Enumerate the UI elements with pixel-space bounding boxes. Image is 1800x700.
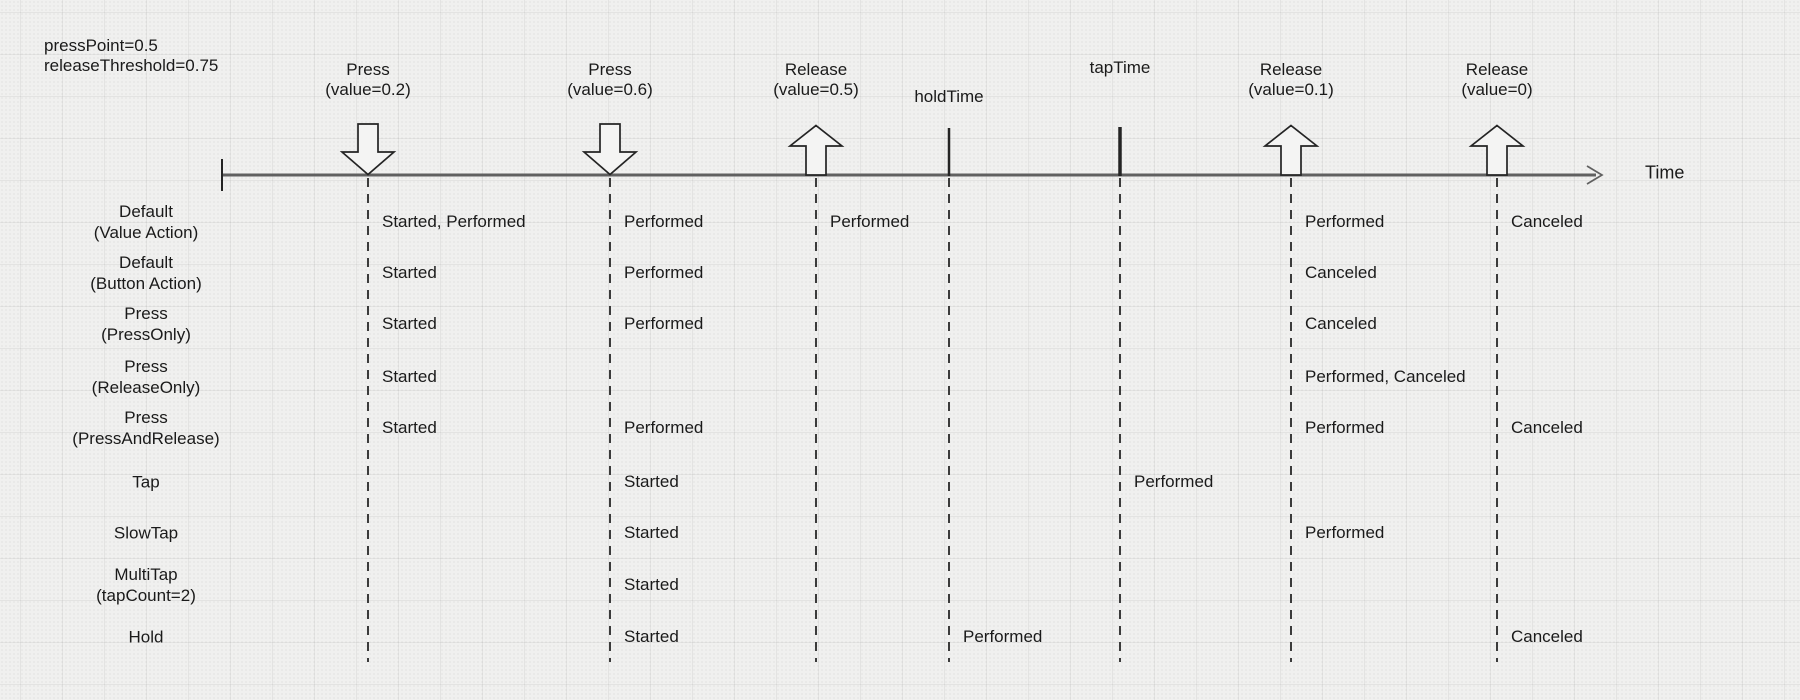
cell-default-value-action--release-0-1: Performed [1305, 212, 1385, 231]
down-arrow-icon [581, 123, 639, 176]
event-label-line: Release [784, 60, 848, 79]
row-label-line: MultiTap [114, 565, 178, 584]
row-label-line: (Button Action) [90, 274, 202, 293]
row-label-line: Press [124, 357, 168, 376]
row-label-tap: Tap [132, 472, 159, 493]
row-label-line: (Value Action) [93, 223, 199, 242]
cell-press-releaseonly--release-0-1: Performed, Canceled [1305, 367, 1466, 386]
row-label-press-pressandrelease: Press (PressAndRelease) [72, 407, 219, 449]
cell-hold--holdtime: Performed [963, 627, 1043, 646]
cell-tap--taptime: Performed [1134, 472, 1214, 491]
cell-default-button-action--release-0-1: Canceled [1305, 263, 1377, 282]
cell-press-releaseonly--press-0-2: Started [382, 367, 437, 386]
event-label-line: Release [1259, 60, 1323, 79]
row-label-line: Hold [128, 627, 164, 647]
event-label-press-0-6: Press(value=0.6) [567, 60, 653, 100]
cell-press-pressandrelease--press-0-6: Performed [624, 418, 704, 437]
up-arrow-icon [1468, 124, 1526, 176]
row-label-multitap: MultiTap (tapCount=2) [96, 564, 196, 606]
cell-default-value-action--press-0-6: Performed [624, 212, 704, 231]
row-label-line: (tapCount=2) [96, 586, 196, 605]
event-label-line: Press [588, 60, 632, 79]
cell-hold--release-0: Canceled [1511, 627, 1583, 646]
event-label-line: tapTime [1089, 58, 1151, 77]
row-label-line: Default [119, 202, 173, 221]
row-label-hold: Hold [129, 627, 164, 648]
row-label-slowtap: SlowTap [114, 523, 178, 544]
cell-hold--press-0-6: Started [624, 627, 679, 646]
event-label-line: (value=0.5) [773, 80, 859, 99]
event-label-release-0-1: Release(value=0.1) [1248, 60, 1334, 100]
event-label-release-0: Release(value=0) [1461, 60, 1532, 100]
row-label-press-releaseonly: Press (ReleaseOnly) [92, 356, 201, 398]
row-label-line: (ReleaseOnly) [91, 378, 201, 397]
cell-tap--press-0-6: Started [624, 472, 679, 491]
cell-default-button-action--press-0-6: Performed [624, 263, 704, 282]
cell-default-value-action--release-0: Canceled [1511, 212, 1583, 231]
cell-press-pressandrelease--press-0-2: Started [382, 418, 437, 437]
up-arrow-icon [1262, 124, 1320, 176]
cell-press-pressandrelease--release-0-1: Performed [1305, 418, 1385, 437]
time-axis-label: Time [1645, 162, 1685, 183]
config-line-presspoint: pressPoint=0.5 [44, 36, 158, 55]
time-axis-arrowhead-icon [1586, 165, 1604, 185]
event-label-line: (value=0.6) [567, 80, 653, 99]
event-label-press-0-2: Press(value=0.2) [325, 60, 411, 100]
row-label-line: Press [124, 304, 168, 323]
down-arrow-icon [339, 123, 397, 176]
event-label-line: Press [346, 60, 390, 79]
config-line-releasethreshold: releaseThreshold=0.75 [44, 56, 219, 75]
cell-slowtap--release-0-1: Performed [1305, 523, 1385, 542]
row-label-default-button-action: Default (Button Action) [90, 252, 202, 294]
cell-press-pressandrelease--release-0: Canceled [1511, 418, 1583, 437]
up-arrow-icon [787, 124, 845, 176]
event-label-line: (value=0) [1461, 80, 1533, 99]
row-label-line: Default [119, 253, 173, 272]
cell-press-pressonly--release-0-1: Canceled [1305, 314, 1377, 333]
event-label-line: Release [1465, 60, 1529, 79]
row-label-line: (PressOnly) [101, 325, 191, 344]
event-label-release-0-5: Release(value=0.5) [773, 60, 859, 100]
event-label-line: holdTime [914, 87, 984, 106]
cell-default-value-action--press-0-2: Started, Performed [382, 212, 526, 231]
cell-default-button-action--press-0-2: Started [382, 263, 437, 282]
row-label-default-value-action: Default (Value Action) [94, 201, 199, 243]
cell-slowtap--press-0-6: Started [624, 523, 679, 542]
row-label-press-pressonly: Press (PressOnly) [101, 303, 191, 345]
event-label-taptime: tapTime [1090, 58, 1151, 78]
row-label-line: Tap [132, 472, 160, 492]
config-annotation: pressPoint=0.5 releaseThreshold=0.75 [44, 36, 218, 76]
event-label-holdtime: holdTime [914, 87, 983, 107]
row-label-line: Press [124, 408, 168, 427]
cell-multitap--press-0-6: Started [624, 575, 679, 594]
cell-press-pressonly--press-0-2: Started [382, 314, 437, 333]
cell-press-pressonly--press-0-6: Performed [624, 314, 704, 333]
event-label-line: (value=0.1) [1248, 80, 1334, 99]
row-label-line: (PressAndRelease) [72, 429, 220, 448]
row-label-line: SlowTap [113, 523, 179, 543]
event-label-line: (value=0.2) [325, 80, 411, 99]
cell-default-value-action--release-0-5: Performed [830, 212, 910, 231]
